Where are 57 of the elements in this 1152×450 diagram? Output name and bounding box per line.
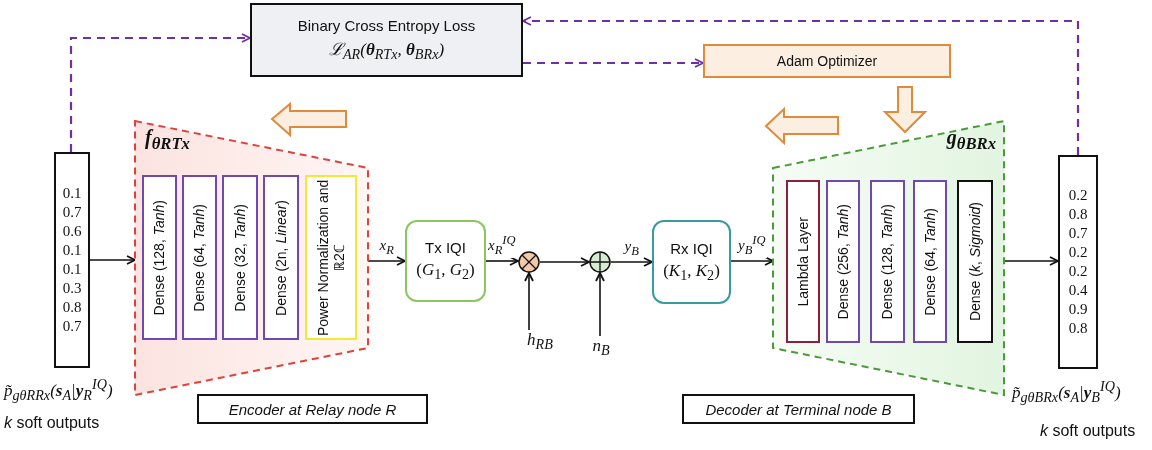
- probability-formula: p̃$_{gθRRx}$(s$_{A}$|y$_{R}$$^{IQ}$): [4, 376, 114, 405]
- output-caption: k soft outputs: [1040, 422, 1137, 440]
- arrow: [524, 272, 534, 331]
- parameter-pair: (G$_{1}$, G$_{2}$): [416, 259, 475, 284]
- arrow: [523, 58, 704, 68]
- arrow: [89, 255, 136, 265]
- layer-box: [305, 175, 357, 340]
- arrow: [522, 16, 1080, 155]
- arrow: [610, 257, 653, 267]
- symbol-label: h$_{RB}$: [525, 330, 555, 352]
- arrow: [485, 256, 519, 266]
- parameter-pair: (K$_{1}$, K$_{2}$): [663, 260, 720, 285]
- iqi-box: [405, 220, 486, 302]
- layer-box: [870, 180, 905, 343]
- layer-label: Dense (256, Tanh): [834, 203, 852, 320]
- layer-box: [263, 175, 299, 340]
- arrow: [539, 257, 590, 267]
- iqi-box: [652, 220, 731, 304]
- function-symbol: g$_{θBRx}$: [946, 126, 996, 154]
- box-title: Adam Optimizer: [776, 53, 878, 69]
- layer-label: Dense (k, Sigmoid): [966, 201, 984, 322]
- layer-box: [142, 175, 177, 340]
- layer-label: Dense (32, Tanh): [231, 203, 249, 312]
- caption-text: Encoder at Relay node R: [228, 400, 397, 418]
- function-symbol: f$_{θRTx}$: [145, 126, 190, 154]
- layer-box: [222, 175, 258, 340]
- box-title: Rx IQI: [670, 239, 713, 257]
- arrow: [595, 272, 605, 337]
- box-title: Tx IQI: [425, 238, 466, 256]
- layer-box: [786, 180, 820, 343]
- layer-box: [182, 175, 217, 340]
- caption-box: [197, 394, 428, 424]
- caption-box: [682, 394, 915, 424]
- layer-box: [826, 180, 860, 343]
- loss-formula: ℒ$_{AR}$(θ$_{RTx}$, θ$_{BRx}$): [328, 38, 445, 64]
- output-vector-box: [1058, 155, 1098, 369]
- probability-values: 0.1 0.7 0.6 0.1 0.1 0.3 0.8 0.7: [61, 183, 83, 337]
- loss-box: [250, 3, 523, 77]
- output-caption: k soft outputs: [4, 414, 101, 432]
- layer-label: Dense (128, Tanh): [151, 199, 168, 316]
- box-title: Binary Cross Entropy Loss: [297, 16, 476, 34]
- probability-formula: p̃$_{gθBRx}$(s$_{A}$|y$_{B}$$^{IQ}$): [1012, 378, 1122, 407]
- probability-values: 0.2 0.8 0.7 0.2 0.2 0.4 0.9 0.8: [1067, 185, 1089, 339]
- layer-label: Dense (2n, Linear): [272, 199, 290, 316]
- layer-box: [957, 180, 993, 343]
- layer-label: Dense (64, Tanh): [921, 207, 939, 316]
- arrow: [69, 33, 251, 152]
- layer-label: Power Normalization and ℝ2ℂ: [314, 178, 348, 338]
- layer-label: Dense (128, Tanh): [879, 203, 896, 320]
- layer-box: [913, 180, 947, 343]
- layer-label: Lambda Layer: [794, 216, 812, 307]
- arrow: [730, 256, 774, 266]
- caption-text: Decoder at Terminal node B: [705, 400, 892, 418]
- optimizer-box: [703, 44, 951, 78]
- symbol-label: n$_{B}$: [588, 336, 614, 356]
- output-vector-box: [54, 152, 90, 368]
- layer-label: Dense (64, Tanh): [191, 203, 208, 312]
